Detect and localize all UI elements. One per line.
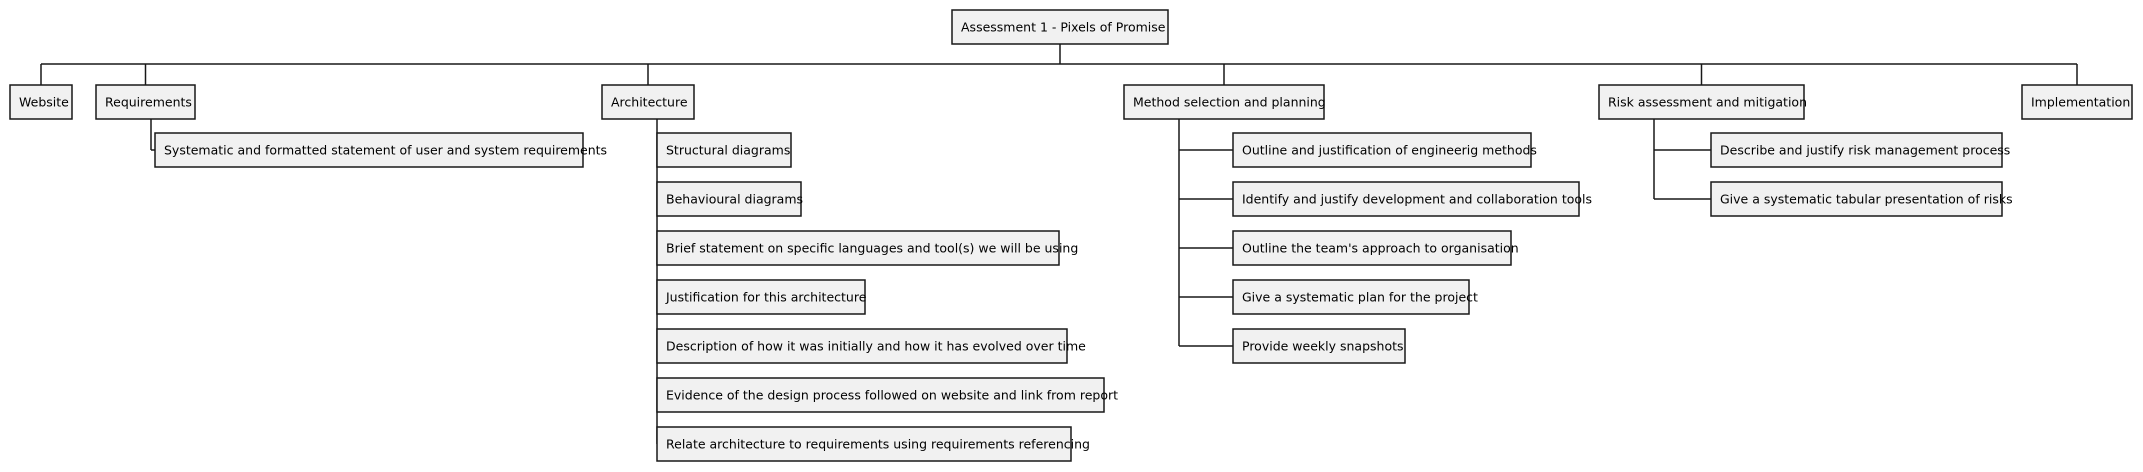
branch-node-method-label: Method selection and planning bbox=[1133, 95, 1326, 110]
branch-node-architecture-label: Architecture bbox=[611, 95, 688, 110]
branch-node-requirements: Requirements bbox=[95, 84, 196, 120]
child-node-risk-box bbox=[1710, 132, 2003, 168]
child-node-risk-label: Describe and justify risk management pro… bbox=[1720, 143, 2010, 158]
child-node-architecture: Relate architecture to requirements usin… bbox=[656, 426, 1090, 462]
branch-node-method-box bbox=[1123, 84, 1325, 120]
child-node-method-box bbox=[1232, 279, 1470, 315]
child-node-architecture-box bbox=[656, 328, 1068, 364]
child-node-architecture: Brief statement on specific languages an… bbox=[656, 230, 1078, 266]
child-node-method-label: Provide weekly snapshots bbox=[1242, 339, 1404, 354]
branch-node-website: Website bbox=[9, 84, 73, 120]
child-node-architecture-box bbox=[656, 230, 1060, 266]
child-node-architecture-label: Structural diagrams bbox=[666, 143, 790, 158]
child-node-architecture-box bbox=[656, 426, 1072, 462]
child-node-method-label: Identify and justify development and col… bbox=[1242, 192, 1592, 207]
child-node-method: Outline and justification of engineerig … bbox=[1232, 132, 1537, 168]
child-node-architecture-box bbox=[656, 377, 1105, 413]
connector-lines bbox=[40, 44, 2078, 444]
branch-node-architecture: Architecture bbox=[601, 84, 695, 120]
child-node-requirements-label: Systematic and formatted statement of us… bbox=[164, 143, 607, 158]
child-node-method: Identify and justify development and col… bbox=[1232, 181, 1592, 217]
child-node-architecture-box bbox=[656, 132, 792, 168]
branch-node-requirements-label: Requirements bbox=[105, 95, 192, 110]
child-node-method: Give a systematic plan for the project bbox=[1232, 279, 1478, 315]
child-node-architecture: Behavioural diagrams bbox=[656, 181, 803, 217]
child-node-risk-box bbox=[1710, 181, 2003, 217]
child-node-risk-label: Give a systematic tabular presentation o… bbox=[1720, 192, 2013, 207]
branch-node-implementation-box bbox=[2021, 84, 2133, 120]
child-node-architecture-box bbox=[656, 181, 802, 217]
root-node: Assessment 1 - Pixels of Promise bbox=[951, 9, 1169, 45]
child-node-architecture: Structural diagrams bbox=[656, 132, 792, 168]
child-node-architecture-box bbox=[656, 279, 866, 315]
child-node-architecture: Justification for this architecture bbox=[656, 279, 867, 315]
child-node-architecture-label: Behavioural diagrams bbox=[666, 192, 803, 207]
root-node-box bbox=[951, 9, 1169, 45]
child-node-architecture: Evidence of the design process followed … bbox=[656, 377, 1118, 413]
child-node-architecture-label: Evidence of the design process followed … bbox=[666, 388, 1118, 403]
child-node-method: Provide weekly snapshots bbox=[1232, 328, 1406, 364]
branch-node-risk: Risk assessment and mitigation bbox=[1598, 84, 1807, 120]
branch-node-risk-box bbox=[1598, 84, 1805, 120]
child-node-method-box bbox=[1232, 181, 1580, 217]
branch-node-method: Method selection and planning bbox=[1123, 84, 1326, 120]
branch-node-risk-label: Risk assessment and mitigation bbox=[1608, 95, 1807, 110]
child-node-method-box bbox=[1232, 132, 1532, 168]
child-node-method-label: Outline and justification of engineerig … bbox=[1242, 143, 1537, 158]
child-node-architecture-label: Brief statement on specific languages an… bbox=[666, 241, 1078, 256]
branch-node-implementation: Implementation bbox=[2021, 84, 2133, 120]
branch-node-website-box bbox=[9, 84, 73, 120]
child-node-architecture-label: Relate architecture to requirements usin… bbox=[666, 437, 1090, 452]
root-node-label: Assessment 1 - Pixels of Promise bbox=[961, 20, 1166, 35]
child-node-method-label: Give a systematic plan for the project bbox=[1242, 290, 1478, 305]
child-node-requirements-box bbox=[154, 132, 584, 168]
branch-node-implementation-label: Implementation bbox=[2031, 95, 2130, 110]
child-node-requirements: Systematic and formatted statement of us… bbox=[154, 132, 607, 168]
child-node-architecture-label: Justification for this architecture bbox=[665, 290, 867, 305]
child-node-architecture: Description of how it was initially and … bbox=[656, 328, 1086, 364]
branch-node-architecture-box bbox=[601, 84, 695, 120]
child-node-risk: Describe and justify risk management pro… bbox=[1710, 132, 2010, 168]
child-node-method-box bbox=[1232, 230, 1512, 266]
child-node-architecture-label: Description of how it was initially and … bbox=[666, 339, 1086, 354]
branch-node-website-label: Website bbox=[19, 95, 69, 110]
child-node-method-box bbox=[1232, 328, 1406, 364]
child-node-method: Outline the team's approach to organisat… bbox=[1232, 230, 1519, 266]
child-node-method-label: Outline the team's approach to organisat… bbox=[1242, 241, 1519, 256]
branch-node-requirements-box bbox=[95, 84, 196, 120]
child-node-risk: Give a systematic tabular presentation o… bbox=[1710, 181, 2013, 217]
